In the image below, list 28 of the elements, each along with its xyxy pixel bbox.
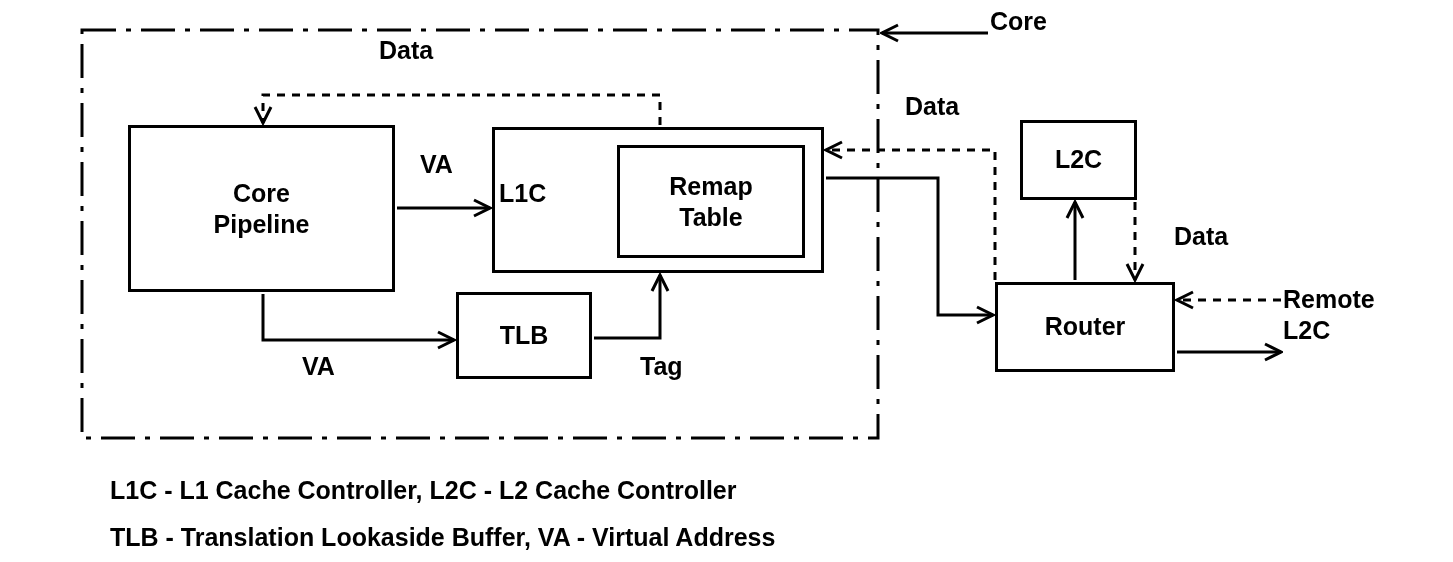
dashed-arrow [1125,202,1145,282]
box-label: TLB [498,319,550,351]
arrow [826,176,995,325]
dashed-arrow [253,93,662,125]
dashed-arrow [1175,290,1281,310]
node-label: Core [990,6,1110,42]
process-box [995,282,1175,372]
process-box [492,127,824,273]
process-box [617,145,805,258]
arrow [880,23,988,43]
boundary-box [80,28,880,440]
arrow [1065,200,1085,280]
arrow [397,198,492,218]
process-box [1020,120,1137,200]
node-label: Remote L2C [1283,284,1423,368]
arrow [261,294,456,350]
box-label: Remap Table [668,170,754,233]
arrow [594,273,670,340]
footnote-text: TLB - Translation Lookaside Buffer, VA - Virtual Address [110,523,776,552]
box-label: L2C [1053,144,1104,176]
footnote-text: L1C - L1 Cache Controller, L2C - L2 Cache Controller [110,476,737,505]
arrow [1177,342,1283,362]
box-label: L1C [499,178,547,209]
box-label: Core Pipeline [212,177,311,240]
box-label: Router [1043,311,1127,343]
process-box [456,292,592,379]
dashed-arrow [824,140,997,280]
process-box [128,125,395,292]
